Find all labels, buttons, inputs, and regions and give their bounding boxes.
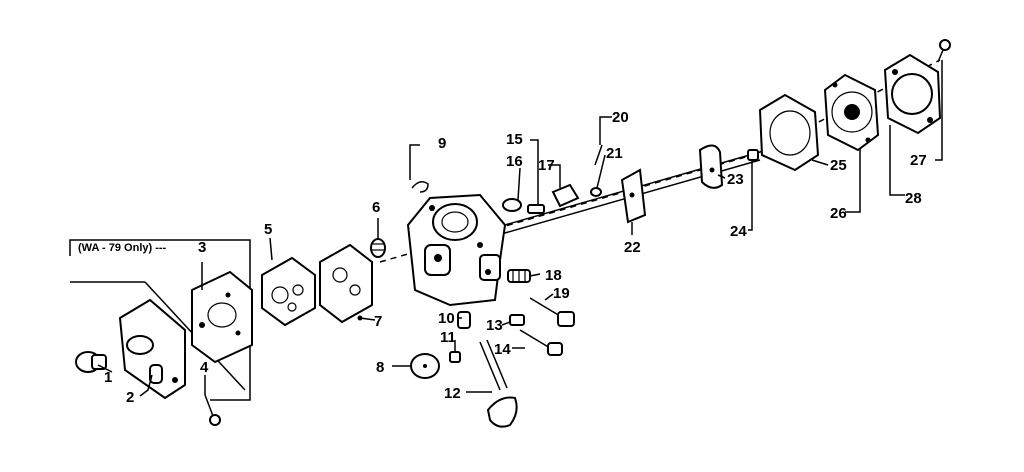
part-28-cover	[883, 53, 942, 135]
label-13: 13	[486, 317, 503, 334]
part-1-primer-bulb	[75, 351, 107, 373]
part-6-spring	[370, 238, 386, 258]
label-14: 14	[494, 341, 511, 358]
part-26-diaphragm	[823, 73, 880, 152]
part-5-gasket	[261, 256, 316, 327]
part-20-screw	[594, 144, 603, 166]
part-19-needle	[529, 297, 575, 327]
part-2-primer-housing	[118, 298, 186, 400]
label-22: 22	[624, 239, 641, 256]
part-15-pin	[527, 204, 545, 214]
label-18: 18	[545, 267, 562, 284]
label-2: 2	[126, 389, 134, 406]
label-28: 28	[905, 190, 922, 207]
label-24: 24	[730, 223, 747, 240]
part-13-screw	[509, 314, 525, 326]
label-12: 12	[444, 385, 461, 402]
part-21-screw	[590, 187, 602, 197]
part-14-screw	[519, 329, 563, 356]
label-11: 11	[440, 329, 456, 346]
part-3-plate	[191, 270, 253, 364]
part-17-plate	[551, 183, 580, 208]
label-19: 19	[553, 285, 570, 302]
part-27-screw	[937, 39, 951, 63]
label-16: 16	[506, 153, 523, 170]
part-12-lever	[479, 339, 518, 428]
label-4: 4	[200, 359, 209, 376]
label-27: 27	[910, 152, 927, 169]
part-8-disc	[410, 353, 440, 379]
label-1: 1	[104, 369, 112, 386]
part-16-spring	[502, 198, 522, 212]
part-9-clip	[411, 181, 429, 193]
label-7: 7	[374, 313, 382, 330]
wa79-note: (WA - 79 Only) ---	[78, 242, 167, 254]
label-20: 20	[612, 109, 629, 126]
label-8: 8	[376, 359, 384, 376]
label-25: 25	[830, 157, 847, 174]
carburetor-body	[406, 193, 507, 307]
label-21: 21	[606, 145, 623, 162]
part-18-needle	[507, 269, 531, 283]
part-25-gasket	[758, 93, 820, 172]
part-23-throttle-lever	[698, 144, 724, 189]
label-5: 5	[264, 221, 272, 238]
label-26: 26	[830, 205, 847, 222]
label-6: 6	[372, 199, 380, 216]
label-10: 10	[438, 310, 455, 327]
part-24-pin	[747, 149, 759, 161]
part-4-screw	[204, 394, 221, 426]
label-23: 23	[727, 171, 744, 188]
label-9: 9	[438, 135, 446, 152]
leader-lines	[97, 60, 943, 397]
label-3: 3	[198, 239, 206, 256]
label-15: 15	[506, 131, 523, 148]
part-10-nozzle	[457, 311, 471, 329]
part-11-fitting	[449, 351, 461, 363]
part-22-throttle-plate	[620, 168, 647, 224]
part-7-diaphragm	[319, 243, 373, 324]
label-17: 17	[538, 157, 555, 174]
